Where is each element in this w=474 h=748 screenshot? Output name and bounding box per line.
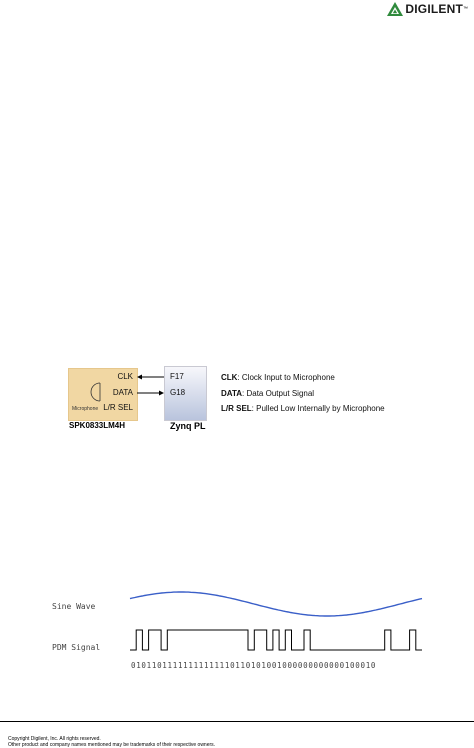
legend-desc: : Data Output Signal <box>242 389 315 398</box>
mic-pin-lr-sel: L/R SEL <box>103 403 133 412</box>
signal-arrows <box>137 374 164 396</box>
mic-part-number: SPK0833LM4H <box>69 421 126 430</box>
sine-wave-label: Sine Wave <box>52 602 96 611</box>
legend-term: DATA <box>221 389 243 398</box>
pdm-figure <box>129 591 423 651</box>
clk-arrow-head <box>137 374 142 380</box>
legend-desc: : Pulled Low Internally by Microphone <box>251 404 385 413</box>
footer: Copyright Digilent, Inc. All rights rese… <box>0 721 474 748</box>
sine-wave <box>129 591 423 617</box>
footer-copyright: Copyright Digilent, Inc. All rights rese… <box>8 736 101 742</box>
digilent-triangle-icon <box>387 2 404 16</box>
legend-data: DATA: Data Output Signal <box>221 389 314 398</box>
legend-clk: CLK: Clock Input to Microphone <box>221 373 335 382</box>
legend-term: CLK <box>221 373 238 382</box>
mic-pin-data: DATA <box>112 388 133 397</box>
microphone-block: Microphone CLK DATA L/R SEL <box>68 368 138 421</box>
mic-pin-clk: CLK <box>117 372 133 381</box>
pdm-signal-label: PDM Signal <box>52 643 101 652</box>
brand-trademark: ™ <box>463 6 468 12</box>
pdm-bitstring: 0101101111111111111011010100100000000000… <box>131 661 377 670</box>
legend-desc: : Clock Input to Microphone <box>237 373 335 382</box>
zynq-pin-g18: G18 <box>170 388 186 397</box>
zynq-label: Zynq PL <box>170 421 206 431</box>
zynq-pin-f17: F17 <box>170 372 184 381</box>
footer-trademarks: Other product and company names mentione… <box>8 742 216 748</box>
microphone-icon <box>90 382 101 402</box>
pdm-signal <box>130 629 422 651</box>
microphone-label: Microphone <box>72 406 99 412</box>
data-arrow-head <box>159 390 164 396</box>
legend-lr-sel: L/R SEL: Pulled Low Internally by Microp… <box>221 404 385 413</box>
legend-term: L/R SEL <box>221 404 252 413</box>
zynq-block: F17 G18 <box>164 366 207 421</box>
brand-name: DIGILENT <box>405 2 463 16</box>
